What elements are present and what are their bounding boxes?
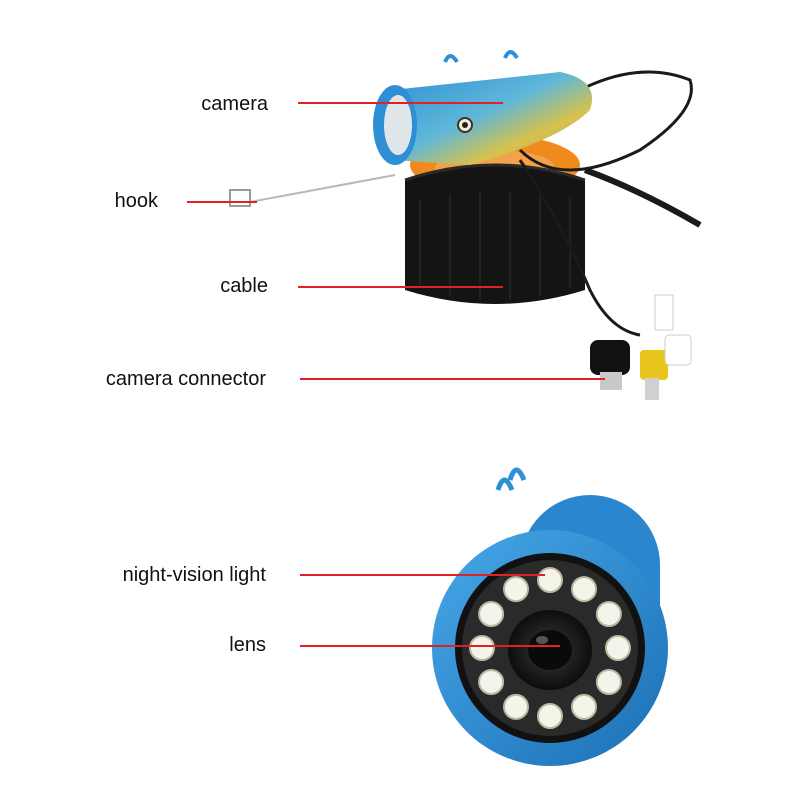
leader-night-vision-light [300, 574, 545, 576]
led-6 [571, 693, 597, 720]
leader-hook [187, 201, 257, 203]
label-night-vision-light: night-vision light [122, 564, 266, 586]
label-camera-connector: camera connector [105, 368, 266, 390]
led-11 [478, 601, 505, 627]
label-camera: camera [201, 93, 268, 115]
led-3 [595, 601, 622, 627]
led-12 [503, 576, 529, 603]
label-cable: cable [220, 275, 268, 297]
leader-camera [298, 102, 503, 104]
cable-lines [518, 70, 702, 337]
led-2 [571, 576, 597, 603]
led-1 [537, 567, 563, 593]
label-lens: lens [229, 634, 266, 656]
connector-plugs [590, 294, 692, 400]
leader-cable [298, 286, 503, 288]
leader-camera-connector [300, 378, 605, 380]
leader-lens [300, 645, 560, 647]
label-hook: hook [114, 190, 158, 212]
led-7 [537, 703, 563, 729]
night-vision-leds [469, 567, 631, 729]
lens-center [508, 610, 592, 690]
led-5 [595, 669, 622, 695]
led-10 [469, 635, 495, 661]
led-9 [478, 669, 505, 695]
led-4 [605, 635, 631, 661]
led-8 [503, 693, 529, 720]
hook-wire [229, 174, 396, 207]
fish-camera-icon [373, 50, 592, 165]
